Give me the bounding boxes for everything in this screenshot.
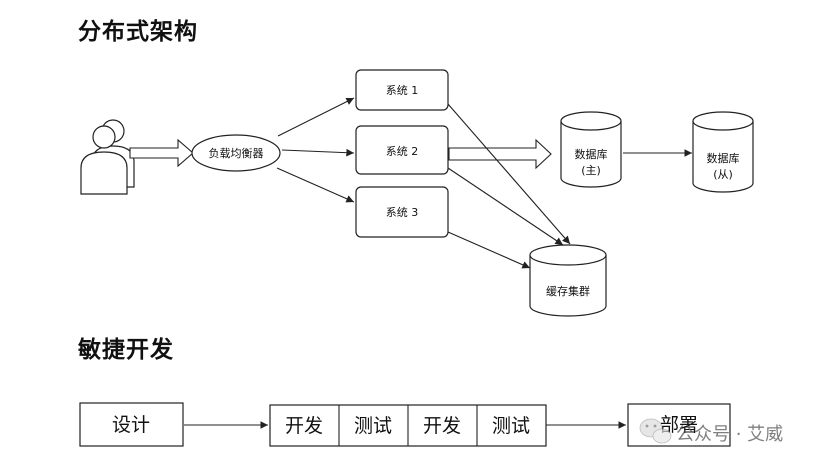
cache-cluster-node xyxy=(529,244,607,317)
database-slave-label-2: (从) xyxy=(713,168,733,181)
database-main-label-2: (主) xyxy=(581,164,601,177)
database-slave-node xyxy=(692,111,754,193)
system3-to-cache-arrow xyxy=(447,231,531,269)
system1-to-cache-arrow xyxy=(447,103,571,245)
system-1-label: 系统 1 xyxy=(386,84,419,97)
watermark-text: 公众号 · 艾威 xyxy=(676,424,783,445)
section-title-distributed: 分布式架构 xyxy=(78,19,198,45)
database-main-node xyxy=(560,111,622,188)
lb-to-system2-arrow xyxy=(281,148,355,157)
design-stage xyxy=(79,402,184,447)
system2-to-db-arrow xyxy=(448,138,552,170)
deploy-stage-label: 部署 xyxy=(660,414,698,436)
system-3-node xyxy=(355,186,449,238)
system-3-label: 系统 3 xyxy=(386,206,419,219)
test-stage-1-label: 测试 xyxy=(354,415,392,437)
lb-to-system1-arrow xyxy=(277,97,355,137)
load-balancer-node xyxy=(191,134,281,172)
test-stage-2-label: 测试 xyxy=(492,415,530,437)
users-to-lb-arrow xyxy=(129,138,194,168)
load-balancer-label: 负载均衡器 xyxy=(209,146,264,160)
users-icon xyxy=(80,119,135,195)
system2-to-cache-arrow xyxy=(447,167,564,246)
system-2-node xyxy=(355,125,449,175)
wechat-icon xyxy=(639,418,672,444)
system-1-node xyxy=(355,69,449,111)
design-stage-label: 设计 xyxy=(112,414,150,436)
dev-stage-1-label: 开发 xyxy=(285,415,323,437)
section-title-agile: 敏捷开发 xyxy=(78,337,174,363)
cache-cluster-label: 缓存集群 xyxy=(546,284,590,298)
system-2-label: 系统 2 xyxy=(386,145,419,158)
lb-to-system3-arrow xyxy=(276,167,355,203)
database-slave-label-1: 数据库 xyxy=(707,151,740,165)
dev-stage-2-label: 开发 xyxy=(423,415,461,437)
database-main-label-1: 数据库 xyxy=(575,147,608,161)
deploy-stage xyxy=(627,403,731,447)
